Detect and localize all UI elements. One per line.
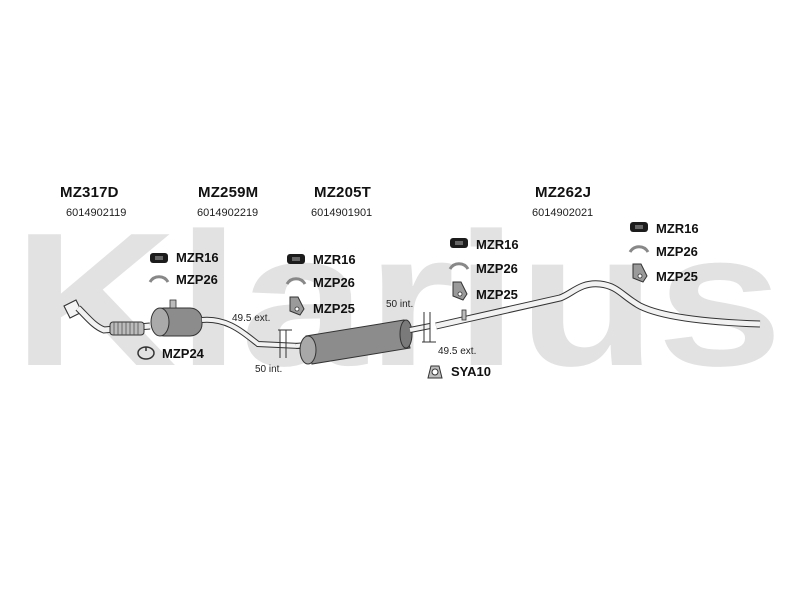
label-mzp25-g4: MZP25 xyxy=(656,269,698,284)
rubber-mount-icon xyxy=(150,253,168,263)
clamp-icon xyxy=(285,277,307,285)
label-mzp25-g2: MZP25 xyxy=(313,301,355,316)
bracket-icon xyxy=(289,296,305,316)
part-code-mz317d: MZ317D xyxy=(60,184,119,201)
dim-label-50-int-2: 50 int. xyxy=(386,299,414,310)
part-number-mz317d: 6014902119 xyxy=(66,207,127,219)
rubber-mount-icon xyxy=(287,254,305,264)
part-number-mz259m: 6014902219 xyxy=(197,207,259,219)
joint-2 xyxy=(422,312,436,343)
label-mzr16-g2: MZR16 xyxy=(313,252,356,267)
bracket-icon xyxy=(632,263,648,283)
rubber-mount-icon xyxy=(450,238,468,248)
joint-1 xyxy=(278,329,292,358)
tail-pipe-mz262j xyxy=(435,280,761,330)
bracket-icon xyxy=(452,281,468,301)
label-sya10-g3: SYA10 xyxy=(451,364,491,379)
label-mzp26-g4: MZP26 xyxy=(656,244,698,259)
gasket-icon xyxy=(427,365,443,379)
label-mzp25-g3: MZP25 xyxy=(476,287,518,302)
label-mzr16-g4: MZR16 xyxy=(656,221,699,236)
watermark-text: Klarius xyxy=(13,194,783,406)
centre-box-mz205t xyxy=(295,319,431,365)
label-mzp26-g1: MZP26 xyxy=(176,272,218,287)
ring-clamp-icon xyxy=(137,346,155,360)
part-number-mz205t: 6014901901 xyxy=(311,207,373,219)
part-code-mz262j: MZ262J xyxy=(535,184,592,201)
dim-label-49-5-ext-1: 49.5 ext. xyxy=(232,313,271,324)
front-box-mz259m xyxy=(150,299,301,349)
rubber-mount-icon xyxy=(630,222,648,232)
clamp-icon xyxy=(148,275,170,283)
part-number-mz262j: 6014902021 xyxy=(532,207,594,219)
label-mzp26-g2: MZP26 xyxy=(313,275,355,290)
label-mzp24-g1: MZP24 xyxy=(162,346,204,361)
clamp-icon xyxy=(448,262,470,270)
part-code-mz259m: MZ259M xyxy=(198,184,259,201)
label-mzr16-g1: MZR16 xyxy=(176,250,219,265)
dim-label-49-5-ext-2: 49.5 ext. xyxy=(438,346,477,357)
label-mzr16-g3: MZR16 xyxy=(476,237,519,252)
front-pipe-mz317d xyxy=(63,299,151,336)
clamp-icon xyxy=(628,245,650,253)
dim-label-50-int-1: 50 int. xyxy=(255,364,283,375)
part-code-mz205t: MZ205T xyxy=(314,184,372,201)
label-mzp26-g3: MZP26 xyxy=(476,261,518,276)
